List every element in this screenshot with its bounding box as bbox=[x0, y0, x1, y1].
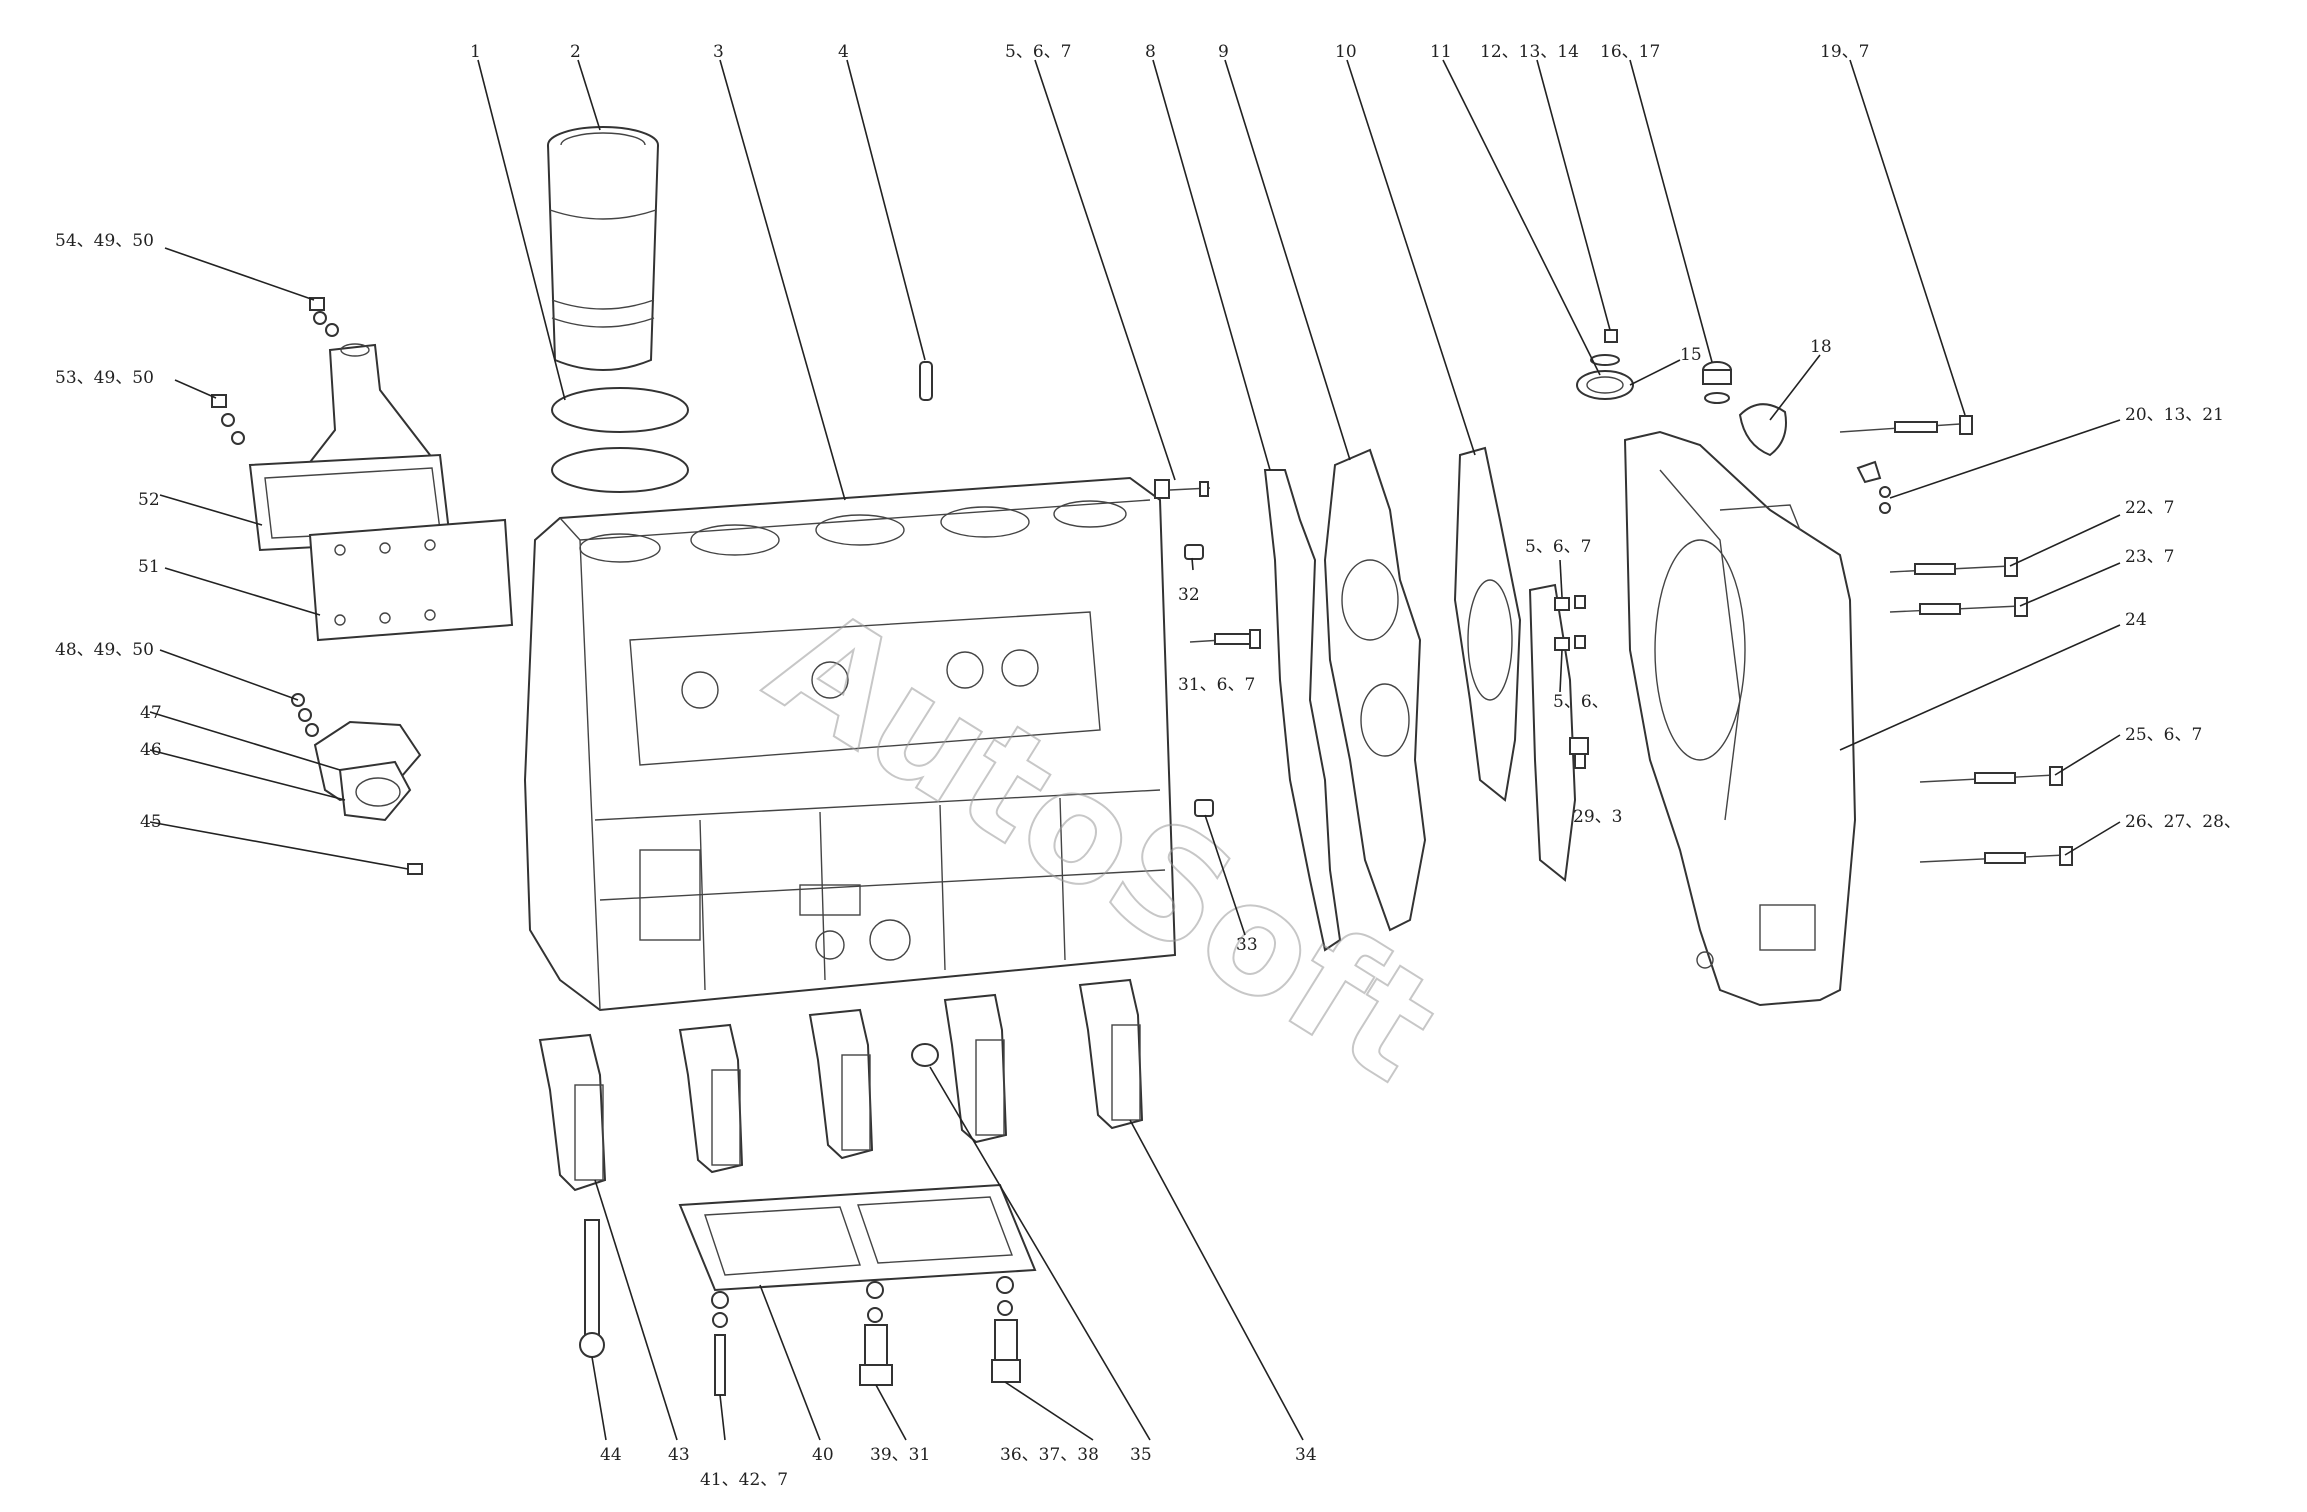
bolt-44 bbox=[579, 1219, 605, 1358]
callout-34: 34 bbox=[1295, 1445, 1317, 1465]
filler-cap bbox=[1702, 361, 1732, 404]
callout-19: 19、7 bbox=[1820, 42, 1869, 62]
plug-35 bbox=[911, 1043, 939, 1067]
callout-29: 29、3 bbox=[1573, 807, 1622, 827]
bearing-cap-4 bbox=[943, 993, 1008, 1144]
bolt-26 bbox=[1919, 846, 2073, 866]
callout-36: 36、37、38 bbox=[1000, 1445, 1099, 1465]
bolt-23 bbox=[1889, 597, 2028, 617]
callout-labels: 1 2 3 4 5、6、7 8 9 10 11 12、13、14 16、17 1… bbox=[55, 42, 2241, 1490]
plug-36 bbox=[991, 1276, 1021, 1383]
callout-23: 23、7 bbox=[2125, 547, 2174, 567]
callout-47: 47 bbox=[140, 703, 162, 723]
flywheel-housing bbox=[1623, 430, 1857, 1007]
callout-45: 45 bbox=[140, 812, 162, 832]
seal-ring-lower bbox=[551, 447, 689, 493]
inspection-flange bbox=[291, 693, 423, 875]
cover-plate-15 bbox=[1576, 329, 1634, 400]
callout-2: 2 bbox=[570, 42, 581, 62]
callout-20: 20、13、21 bbox=[2125, 405, 2224, 425]
bearing-cap-5 bbox=[1078, 978, 1144, 1130]
bearing-cap-1 bbox=[538, 1033, 607, 1192]
callout-5b: 5、6、7 bbox=[1525, 537, 1591, 557]
bolt-41 bbox=[711, 1291, 729, 1396]
bolt-29 bbox=[1569, 737, 1589, 769]
plate-29 bbox=[1528, 583, 1577, 882]
callout-4: 4 bbox=[838, 42, 849, 62]
bolt-31 bbox=[1189, 629, 1261, 649]
callout-26: 26、27、28、 bbox=[2125, 812, 2241, 832]
cover-18 bbox=[1738, 403, 1787, 457]
callout-53: 53、49、50 bbox=[55, 368, 154, 388]
callout-33: 33 bbox=[1236, 935, 1258, 955]
plug-39 bbox=[859, 1281, 893, 1386]
dowel-pin bbox=[919, 361, 933, 401]
callout-12: 12、13、14 bbox=[1480, 42, 1579, 62]
plug-33 bbox=[1194, 799, 1214, 817]
front-plate-9 bbox=[1323, 448, 1427, 932]
bolts-top-left bbox=[211, 297, 339, 445]
washers-5b bbox=[1554, 595, 1586, 651]
callout-46: 46 bbox=[140, 740, 162, 760]
callout-10: 10 bbox=[1335, 42, 1357, 62]
callout-5: 5、6、7 bbox=[1005, 42, 1071, 62]
gasket-front-8 bbox=[1263, 469, 1342, 952]
callout-54: 54、49、50 bbox=[55, 231, 154, 251]
fitting-20 bbox=[1856, 460, 1891, 514]
callout-22: 22、7 bbox=[2125, 498, 2174, 518]
leader-lines bbox=[149, 59, 2121, 1441]
bolt-22 bbox=[1889, 557, 2018, 577]
callout-3: 3 bbox=[713, 42, 724, 62]
plug-32 bbox=[1184, 544, 1204, 560]
callout-9: 9 bbox=[1218, 42, 1229, 62]
callout-35: 35 bbox=[1130, 1445, 1152, 1465]
seal-ring-upper bbox=[551, 387, 689, 433]
gasket-10 bbox=[1453, 446, 1522, 802]
callout-43: 43 bbox=[668, 1445, 690, 1465]
callout-25: 25、6、7 bbox=[2125, 725, 2202, 745]
bolt-19 bbox=[1839, 415, 1973, 435]
bolt-25 bbox=[1919, 766, 2063, 786]
side-cover-bracket bbox=[248, 343, 452, 552]
callout-40: 40 bbox=[812, 1445, 834, 1465]
bearing-cap-3 bbox=[808, 1008, 874, 1160]
callout-1: 1 bbox=[470, 42, 481, 62]
callout-5c: 5、6、 bbox=[1553, 692, 1609, 712]
callout-31: 31、6、7 bbox=[1178, 675, 1255, 695]
callout-15: 15 bbox=[1680, 345, 1702, 365]
callout-11: 11 bbox=[1430, 42, 1452, 62]
cylinder-liner bbox=[547, 126, 659, 371]
callout-48: 48、49、50 bbox=[55, 640, 154, 660]
callout-44: 44 bbox=[600, 1445, 622, 1465]
callout-8: 8 bbox=[1145, 42, 1156, 62]
callout-52: 52 bbox=[138, 490, 160, 510]
callout-18: 18 bbox=[1810, 337, 1832, 357]
engine-block bbox=[523, 476, 1177, 1012]
callout-39: 39、31 bbox=[870, 1445, 930, 1465]
callout-41: 41、42、7 bbox=[700, 1470, 788, 1490]
bolt-5-top bbox=[1154, 479, 1211, 499]
callout-24: 24 bbox=[2125, 610, 2147, 630]
bearing-cap-2 bbox=[678, 1023, 744, 1174]
oil-pan-gasket bbox=[678, 1183, 1037, 1292]
side-cover-plate bbox=[308, 518, 514, 642]
callout-51: 51 bbox=[138, 557, 160, 577]
callout-16: 16、17 bbox=[1600, 42, 1660, 62]
callout-32: 32 bbox=[1178, 585, 1200, 605]
